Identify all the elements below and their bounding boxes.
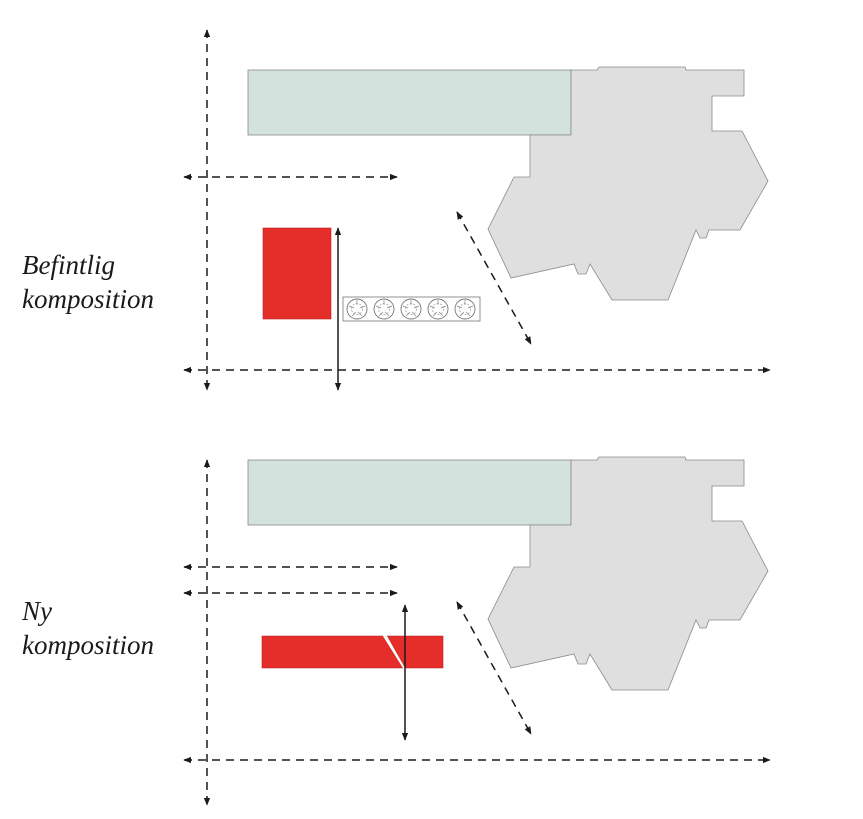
diagonal-arrow-top — [456, 211, 532, 345]
panel-existing — [183, 29, 771, 391]
panel-label-new-line2: komposition — [22, 630, 154, 660]
panel-label-existing: Befintlig komposition — [22, 248, 154, 316]
panel-label-existing-line2: komposition — [22, 284, 154, 314]
panel-label-new-line1: Ny — [22, 596, 52, 626]
diagonal-arrow-bottom — [456, 601, 532, 735]
panel-label-existing-line1: Befintlig — [22, 250, 115, 280]
panel-new — [183, 456, 771, 806]
green-building-new — [247, 459, 572, 526]
red-building-new — [261, 635, 444, 669]
red-building-existing — [262, 227, 332, 320]
green-building — [247, 69, 572, 136]
panel-label-new: Ny komposition — [22, 594, 154, 662]
tree-row — [342, 296, 481, 322]
